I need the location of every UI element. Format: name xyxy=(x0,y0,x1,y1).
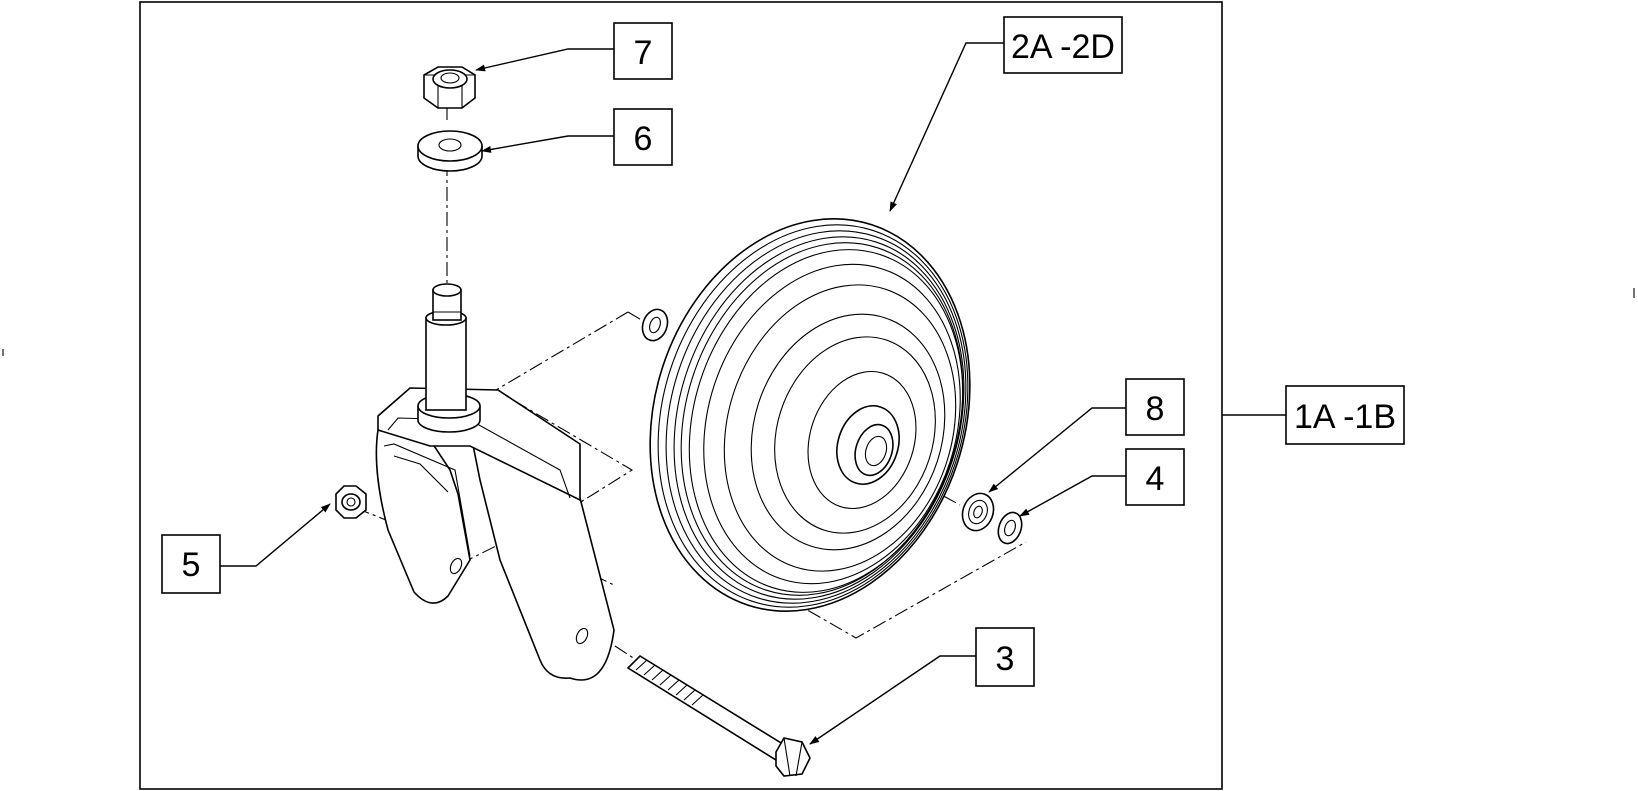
callout-5: 5 xyxy=(161,503,331,594)
callout-7-label: 7 xyxy=(634,34,653,72)
washer-top xyxy=(417,130,483,172)
callout-5-label: 5 xyxy=(182,546,201,584)
callout-8-label: 8 xyxy=(1146,390,1165,428)
assembly-frame xyxy=(139,1,1223,790)
callout-2A-2D: 2A -2D xyxy=(889,16,1123,212)
callout-3: 3 xyxy=(809,627,1035,745)
hex-nut-side xyxy=(335,485,367,519)
axle-bolt xyxy=(626,654,811,777)
callout-6-label: 6 xyxy=(634,120,653,158)
caster-wheel xyxy=(649,218,971,612)
callout-8: 8 xyxy=(988,378,1185,493)
axle-washer-left xyxy=(641,308,669,342)
caster-fork xyxy=(375,283,615,681)
callout-1A-1B-label: 1A -1B xyxy=(1294,398,1396,436)
callout-2A-2D-label: 2A -2D xyxy=(1011,28,1115,66)
callout-1A-1B: 1A -1B xyxy=(1222,385,1405,445)
spacer-washer xyxy=(997,511,1023,545)
wheel-bearing xyxy=(961,492,995,532)
callout-4-label: 4 xyxy=(1146,460,1165,498)
callout-7: 7 xyxy=(475,22,673,80)
callout-6: 6 xyxy=(481,108,673,166)
hex-nut-top xyxy=(423,66,476,109)
callout-4: 4 xyxy=(1019,448,1185,517)
callout-3-label: 3 xyxy=(996,640,1015,678)
